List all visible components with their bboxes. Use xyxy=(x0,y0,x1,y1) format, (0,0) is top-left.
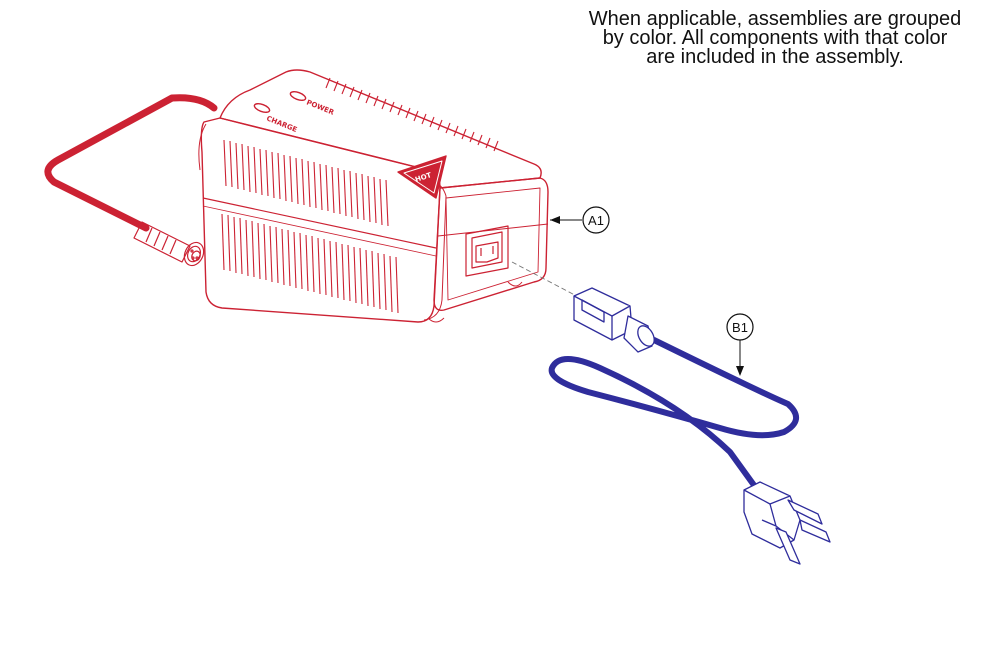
iec-connector xyxy=(573,287,655,353)
front-vents-lower xyxy=(221,213,399,314)
charger-end-face xyxy=(433,177,549,311)
charge-led xyxy=(253,103,271,113)
power-label: POWER xyxy=(305,98,335,116)
charger-top-face xyxy=(219,69,542,189)
charger-output-cable xyxy=(44,94,218,232)
assembly-color-note: When applicable, assemblies are grouped … xyxy=(588,8,962,68)
power-cord-cable xyxy=(548,337,799,491)
charger-front-face xyxy=(200,117,441,323)
wall-plug xyxy=(743,481,831,565)
front-vents-upper xyxy=(223,139,389,227)
battery-charger xyxy=(44,69,549,323)
callout-b1-label: B1 xyxy=(732,320,748,335)
ac-power-cord xyxy=(548,287,831,565)
ac-inlet xyxy=(465,225,509,277)
top-vents xyxy=(325,77,499,152)
callout-a1: A1 xyxy=(550,206,610,234)
hot-warning-label xyxy=(397,155,447,199)
power-led xyxy=(289,91,307,101)
callout-a1-label: A1 xyxy=(588,213,604,228)
xlr-connector xyxy=(133,221,205,267)
assembly-guide-line xyxy=(511,261,589,303)
callout-b1: B1 xyxy=(726,313,754,376)
